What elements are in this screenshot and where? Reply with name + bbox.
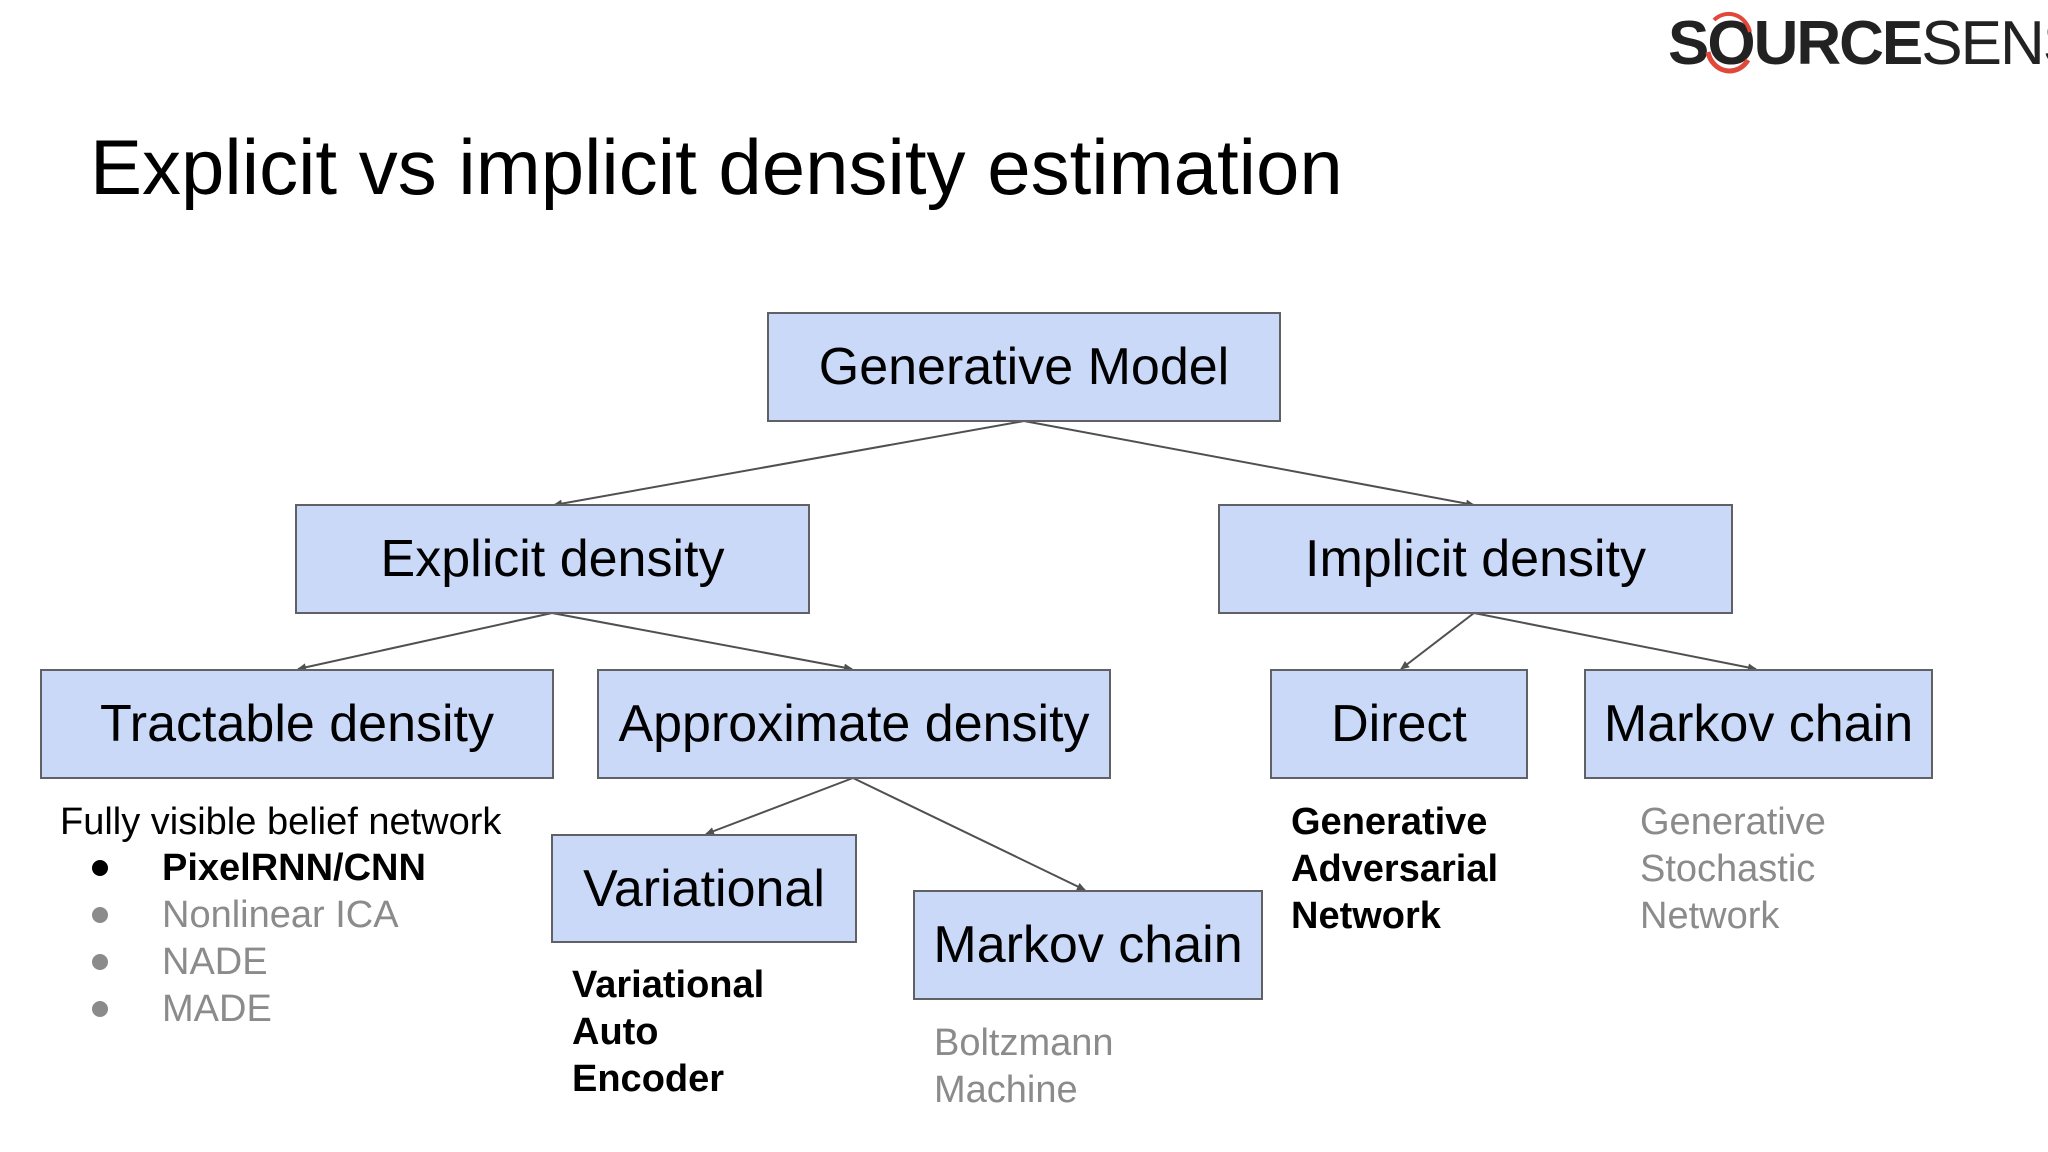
node-generative-model-label: Generative Model <box>818 338 1230 396</box>
node-markov-chain-implicit-label: Markov chain <box>1603 695 1914 753</box>
gsn-line-2: Stochastic <box>1640 848 1816 890</box>
node-approximate-density: Approximate density <box>597 669 1111 779</box>
node-tractable-density-label: Tractable density <box>99 695 495 753</box>
gan-line-1: Generative <box>1291 801 1488 843</box>
node-markov-chain-implicit: Markov chain <box>1584 669 1933 779</box>
logo-letters-urce: URCE <box>1753 9 1924 78</box>
node-variational: Variational <box>551 834 857 943</box>
slide-title: Explicit vs implicit density estimation <box>90 123 1343 211</box>
vae-line-3: Encoder <box>572 1058 725 1100</box>
bullet-icon <box>92 1001 108 1017</box>
node-implicit-density: Implicit density <box>1218 504 1733 614</box>
node-markov-chain-approx-label: Markov chain <box>933 916 1243 974</box>
bullet-icon <box>92 954 108 970</box>
edge-generative-to-explicit <box>553 420 1025 508</box>
gsn-line-3: Network <box>1640 895 1780 937</box>
node-variational-label: Variational <box>583 859 825 918</box>
list-item-label: PixelRNN/CNN <box>162 847 426 889</box>
node-tractable-density: Tractable density <box>40 669 554 779</box>
gan-line-2: Adversarial <box>1291 848 1499 890</box>
edge-implicit-to-direct <box>1400 612 1475 670</box>
list-item: PixelRNN/CNN <box>80 845 426 892</box>
edge-approximate-to-markov <box>852 777 1086 891</box>
logo-letter-s: S <box>1668 9 1709 78</box>
list-item: MADE <box>80 986 426 1033</box>
list-item-label: Nonlinear ICA <box>162 894 399 936</box>
boltzmann-label: Boltzmann Machine <box>934 1020 1114 1114</box>
gan-label: Generative Adversarial Network <box>1291 799 1498 940</box>
logo-letter-o: O <box>1705 8 1756 79</box>
node-implicit-density-label: Implicit density <box>1305 530 1646 588</box>
edge-generative-to-implicit <box>1023 420 1475 508</box>
vae-line-2: Auto <box>572 1011 659 1053</box>
boltzmann-line-1: Boltzmann <box>934 1022 1114 1064</box>
node-markov-chain-approx: Markov chain <box>913 890 1263 1000</box>
logo-letters-sense: SENSE <box>1921 9 2048 78</box>
edge-approximate-to-variational <box>705 777 854 835</box>
vae-label: Variational Auto Encoder <box>572 962 764 1103</box>
node-approximate-density-label: Approximate density <box>618 695 1090 753</box>
tractable-examples-list: PixelRNN/CNN Nonlinear ICA NADE MADE <box>80 845 426 1033</box>
node-direct: Direct <box>1270 669 1528 779</box>
tractable-heading: Fully visible belief network <box>60 801 502 843</box>
sourcesense-logo: SOURCESENSE <box>1668 8 2048 79</box>
node-generative-model: Generative Model <box>767 312 1281 422</box>
gsn-label: Generative Stochastic Network <box>1640 799 1826 940</box>
node-explicit-density-label: Explicit density <box>380 530 725 588</box>
edge-explicit-to-tractable <box>297 612 553 672</box>
list-item: Nonlinear ICA <box>80 892 426 939</box>
node-explicit-density: Explicit density <box>295 504 810 614</box>
gsn-line-1: Generative <box>1640 801 1826 843</box>
gan-line-3: Network <box>1291 895 1441 937</box>
bullet-icon <box>92 860 108 876</box>
logo-ring-icon <box>1705 11 1753 74</box>
edge-implicit-to-markov <box>1473 612 1757 672</box>
node-direct-label: Direct <box>1331 695 1467 753</box>
list-item: NADE <box>80 939 426 986</box>
boltzmann-line-2: Machine <box>934 1069 1078 1111</box>
bullet-icon <box>92 907 108 923</box>
vae-line-1: Variational <box>572 964 765 1006</box>
list-item-label: NADE <box>162 941 268 983</box>
list-item-label: MADE <box>162 988 272 1030</box>
edge-explicit-to-approximate <box>551 612 853 672</box>
